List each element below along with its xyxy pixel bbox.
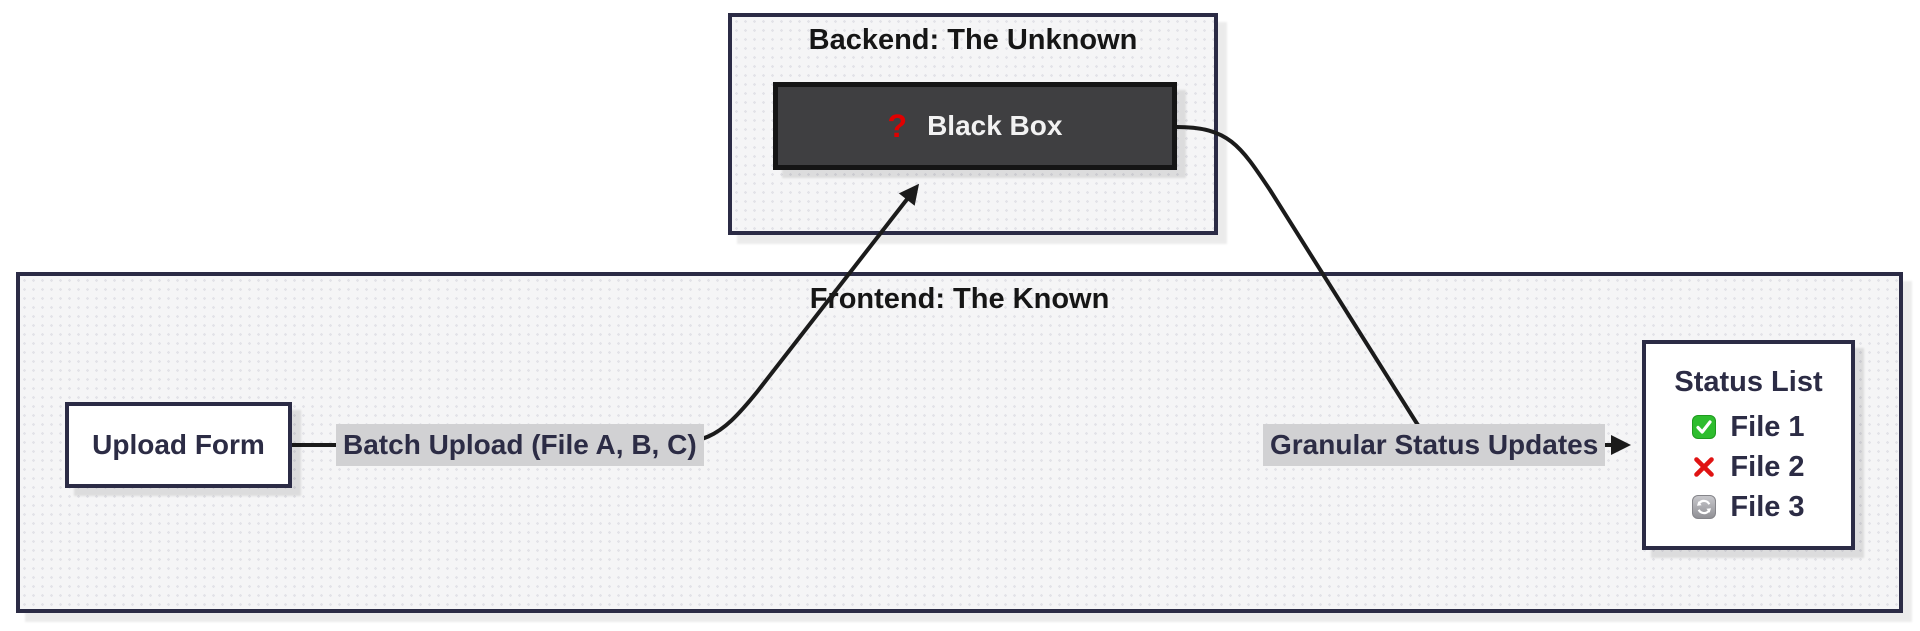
upload-form-node: Upload Form <box>65 402 292 488</box>
black-box-label: Black Box <box>927 110 1063 141</box>
error-cross-icon <box>1692 455 1716 479</box>
batch-upload-edge-label: Batch Upload (File A, B, C) <box>336 424 704 466</box>
frontend-cluster-title: Frontend: The Known <box>809 283 1110 315</box>
upload-form-label: Upload Form <box>92 429 265 460</box>
backend-cluster-title: Backend: The Unknown <box>808 24 1138 56</box>
red-question-mark-icon: ? <box>887 107 908 144</box>
status-list-title: Status List <box>1674 366 1823 398</box>
status-row-label: File 3 <box>1730 490 1805 523</box>
edge-batch-upload <box>290 183 920 447</box>
status-row-file3: File 3 <box>1692 487 1805 527</box>
status-row-file2: File 2 <box>1692 447 1805 487</box>
success-check-icon <box>1692 415 1717 439</box>
granular-status-edge-label: Granular Status Updates <box>1263 424 1606 466</box>
edge-granular-status-upper <box>1175 125 1423 432</box>
loading-sync-icon <box>1692 495 1717 519</box>
status-row-label: File 2 <box>1730 450 1805 483</box>
black-box-node: ? Black Box <box>773 82 1177 170</box>
status-list-node: Status List File 1 File 2 <box>1642 340 1855 550</box>
status-row-label: File 1 <box>1730 410 1805 443</box>
status-row-file1: File 1 <box>1692 407 1805 447</box>
